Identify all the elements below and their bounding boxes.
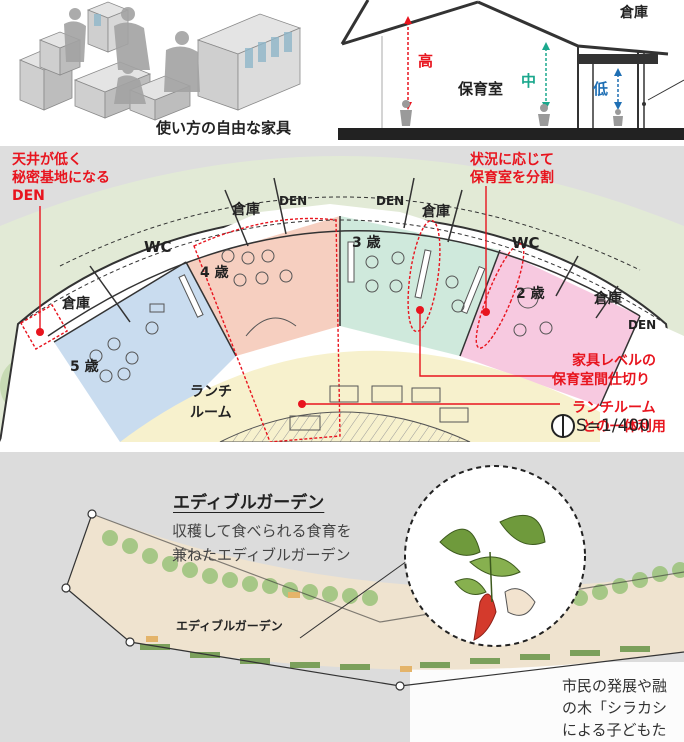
garden-map (0, 452, 684, 742)
wc-label-1: WC (144, 238, 172, 256)
furniture-caption: 使い方の自由な家具 (156, 119, 292, 137)
section-high-label: 高 (418, 52, 434, 70)
garden-text-1: 市民の発展や融 (562, 677, 668, 695)
age-4-label: 4 歳 (200, 265, 229, 281)
garden-desc-2: 兼ねたエディブルガーデン (172, 546, 351, 564)
den-note: 天井が低く 秘密基地になる DEN (12, 152, 110, 204)
storage-label-1: 倉庫 (232, 202, 260, 218)
furniture-note-1: 家具レベルの (572, 353, 656, 369)
section-room-label: 保育室 (458, 80, 504, 98)
lunch-note-2: との一体利用 (582, 419, 666, 435)
den-label-2: DEN (376, 194, 405, 208)
furniture-illustration (0, 0, 330, 140)
floor-plan (0, 146, 684, 442)
storage-label-2: 倉庫 (422, 204, 450, 220)
age-2-label: 2 歳 (516, 286, 545, 302)
garden-map-label: エディブルガーデン (176, 619, 283, 633)
den-label-1: DEN (279, 194, 308, 208)
garden-heading: エディブルガーデン (173, 493, 325, 513)
age-5-label: 5 歳 (70, 359, 99, 375)
storage-label-3: 倉庫 (62, 296, 90, 312)
lunch-room-label-2: ルーム (190, 405, 232, 421)
garden-text-3: による子どもた (562, 721, 667, 739)
section-low-label: 低 (593, 80, 609, 98)
lunch-room-label-1: ランチ (190, 384, 232, 400)
lunch-note-1: ランチルーム (572, 400, 656, 416)
section-storage-label: 倉庫 (620, 5, 648, 21)
den-label-3: DEN (628, 318, 657, 332)
age-3-label: 3 歳 (352, 235, 381, 251)
furniture-note-2: 保育室間仕切り (552, 372, 650, 388)
garden-desc-1: 収穫して食べられる食育を (172, 522, 352, 540)
section-mid-label: 中 (521, 72, 537, 90)
section-diagram (338, 0, 684, 140)
garden-text-2: の木「シラカシ (562, 699, 668, 717)
divide-note: 状況に応じて 保育室を分割 (470, 152, 554, 186)
storage-label-4: 倉庫 (594, 291, 622, 307)
scale-label: S=1/400 (576, 416, 651, 436)
wc-label-2: WC (512, 234, 540, 252)
